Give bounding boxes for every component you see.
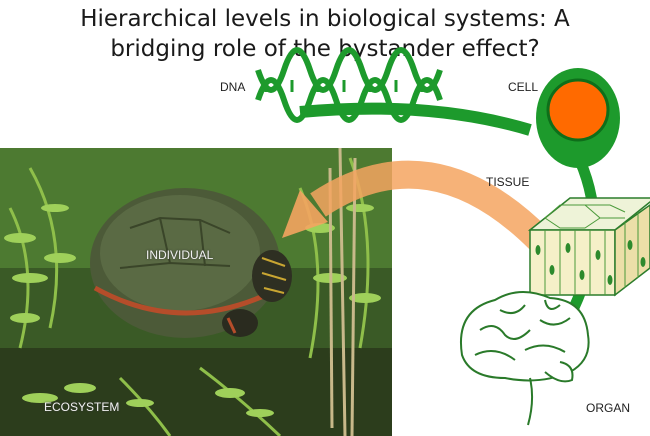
dna-helix-icon (255, 47, 443, 123)
label-organ: ORGAN (586, 401, 631, 415)
label-dna: DNA (220, 80, 246, 94)
brain-icon (460, 291, 590, 426)
title-line-1: Hierarchical levels in biological system… (80, 6, 570, 32)
hierarchy-path (299, 102, 532, 136)
label-individual: INDIVIDUAL (146, 248, 214, 262)
diagram-title: Hierarchical levels in biological system… (0, 4, 650, 64)
label-cell: CELL (508, 80, 539, 94)
turtle-photo (0, 148, 392, 436)
cell-icon (536, 68, 620, 168)
arrow-head (282, 190, 328, 238)
label-ecosystem: ECOSYSTEM (44, 400, 120, 414)
label-tissue: TISSUE (486, 175, 530, 189)
tissue-to-individual-arrow (310, 160, 550, 250)
title-line-2: bridging role of the bystander effect? (110, 36, 540, 62)
tissue-block-icon (527, 197, 650, 297)
